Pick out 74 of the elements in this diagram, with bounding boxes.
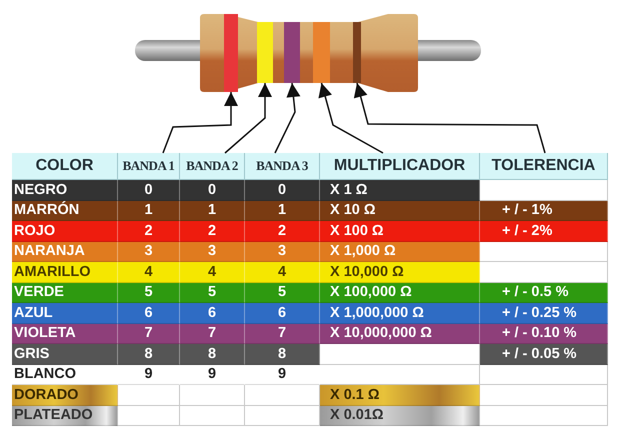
- arrow: [354, 82, 546, 154]
- color-name-cell: BLANCO: [12, 364, 118, 385]
- digit-cell: 1: [118, 200, 180, 221]
- digit-cell: 6: [180, 303, 245, 324]
- digit-cell: 9: [180, 364, 245, 385]
- tolerance-cell: + / - 0.25 %: [480, 303, 608, 324]
- column-header: BANDA 1: [118, 153, 180, 180]
- multiplier-cell: X 100,000 Ω: [320, 282, 480, 303]
- digit-cell: 4: [118, 262, 180, 282]
- digit-cell: 9: [245, 364, 320, 385]
- digit-cell: 1: [245, 200, 320, 221]
- digit-cell: 0: [180, 180, 245, 200]
- color-name-cell: DORADO: [12, 385, 118, 406]
- digit-cell: 6: [245, 303, 320, 324]
- color-name-cell: ROJO: [12, 221, 118, 242]
- color-name-cell: AMARILLO: [12, 262, 118, 282]
- color-band: [353, 22, 361, 83]
- digit-cell: 1: [180, 200, 245, 221]
- color-band: [224, 14, 238, 92]
- digit-cell: 3: [245, 242, 320, 262]
- digit-cell: 8: [180, 344, 245, 364]
- column-header: TOLERENCIA: [480, 153, 608, 180]
- digit-cell: 9: [118, 364, 180, 385]
- color-name-cell: AZUL: [12, 303, 118, 324]
- tolerance-cell: + / - 0.5 %: [480, 282, 608, 303]
- column-header: BANDA 2: [180, 153, 245, 180]
- digit-cell: 6: [118, 303, 180, 324]
- color-name-cell: GRIS: [12, 344, 118, 364]
- multiplier-cell: X 0.1 Ω: [320, 385, 480, 406]
- digit-cell: 2: [118, 221, 180, 242]
- tolerance-cell: + / - 0.05 %: [480, 344, 608, 364]
- column-header: MULTIPLICADOR: [320, 153, 480, 180]
- digit-cell: 7: [118, 324, 180, 344]
- tolerance-cell: + / - 0.10 %: [480, 324, 608, 344]
- digit-cell: 4: [180, 262, 245, 282]
- arrow: [274, 82, 300, 154]
- color-band: [284, 22, 300, 83]
- color-band: [313, 22, 330, 83]
- digit-cell: 3: [118, 242, 180, 262]
- color-name-cell: VERDE: [12, 282, 118, 303]
- digit-cell: 8: [118, 344, 180, 364]
- multiplier-cell: X 1,000,000 Ω: [320, 303, 480, 324]
- multiplier-cell: X 10,000,000 Ω: [320, 324, 480, 344]
- tolerance-cell: + / - 1%: [480, 200, 608, 221]
- tolerance-cell: + / - 2%: [480, 221, 608, 242]
- digit-cell: 8: [245, 344, 320, 364]
- digit-cell: 0: [118, 180, 180, 200]
- digit-cell: 4: [245, 262, 320, 282]
- multiplier-cell: X 1,000 Ω: [320, 242, 480, 262]
- arrow: [224, 83, 272, 154]
- digit-cell: 2: [180, 221, 245, 242]
- arrow: [318, 82, 384, 154]
- multiplier-cell: X 100 Ω: [320, 221, 480, 242]
- digit-cell: 7: [245, 324, 320, 344]
- color-band: [257, 22, 273, 83]
- digit-cell: 5: [180, 282, 245, 303]
- color-name-cell: NARANJA: [12, 242, 118, 262]
- color-name-cell: NEGRO: [12, 180, 118, 200]
- digit-cell: 7: [180, 324, 245, 344]
- color-name-cell: VIOLETA: [12, 324, 118, 344]
- multiplier-cell: X 1 Ω: [320, 180, 480, 200]
- column-header: BANDA 3: [245, 153, 320, 180]
- digit-cell: 5: [245, 282, 320, 303]
- digit-cell: 3: [180, 242, 245, 262]
- digit-cell: 5: [118, 282, 180, 303]
- column-header: COLOR: [12, 153, 118, 180]
- multiplier-cell: X 10,000 Ω: [320, 262, 480, 282]
- multiplier-cell: X 10 Ω: [320, 200, 480, 221]
- multiplier-cell: X 0.01Ω: [320, 406, 480, 426]
- arrow: [162, 92, 238, 154]
- color-name-cell: PLATEADO: [12, 406, 118, 426]
- color-name-cell: MARRÓN: [12, 200, 118, 221]
- digit-cell: 2: [245, 221, 320, 242]
- digit-cell: 0: [245, 180, 320, 200]
